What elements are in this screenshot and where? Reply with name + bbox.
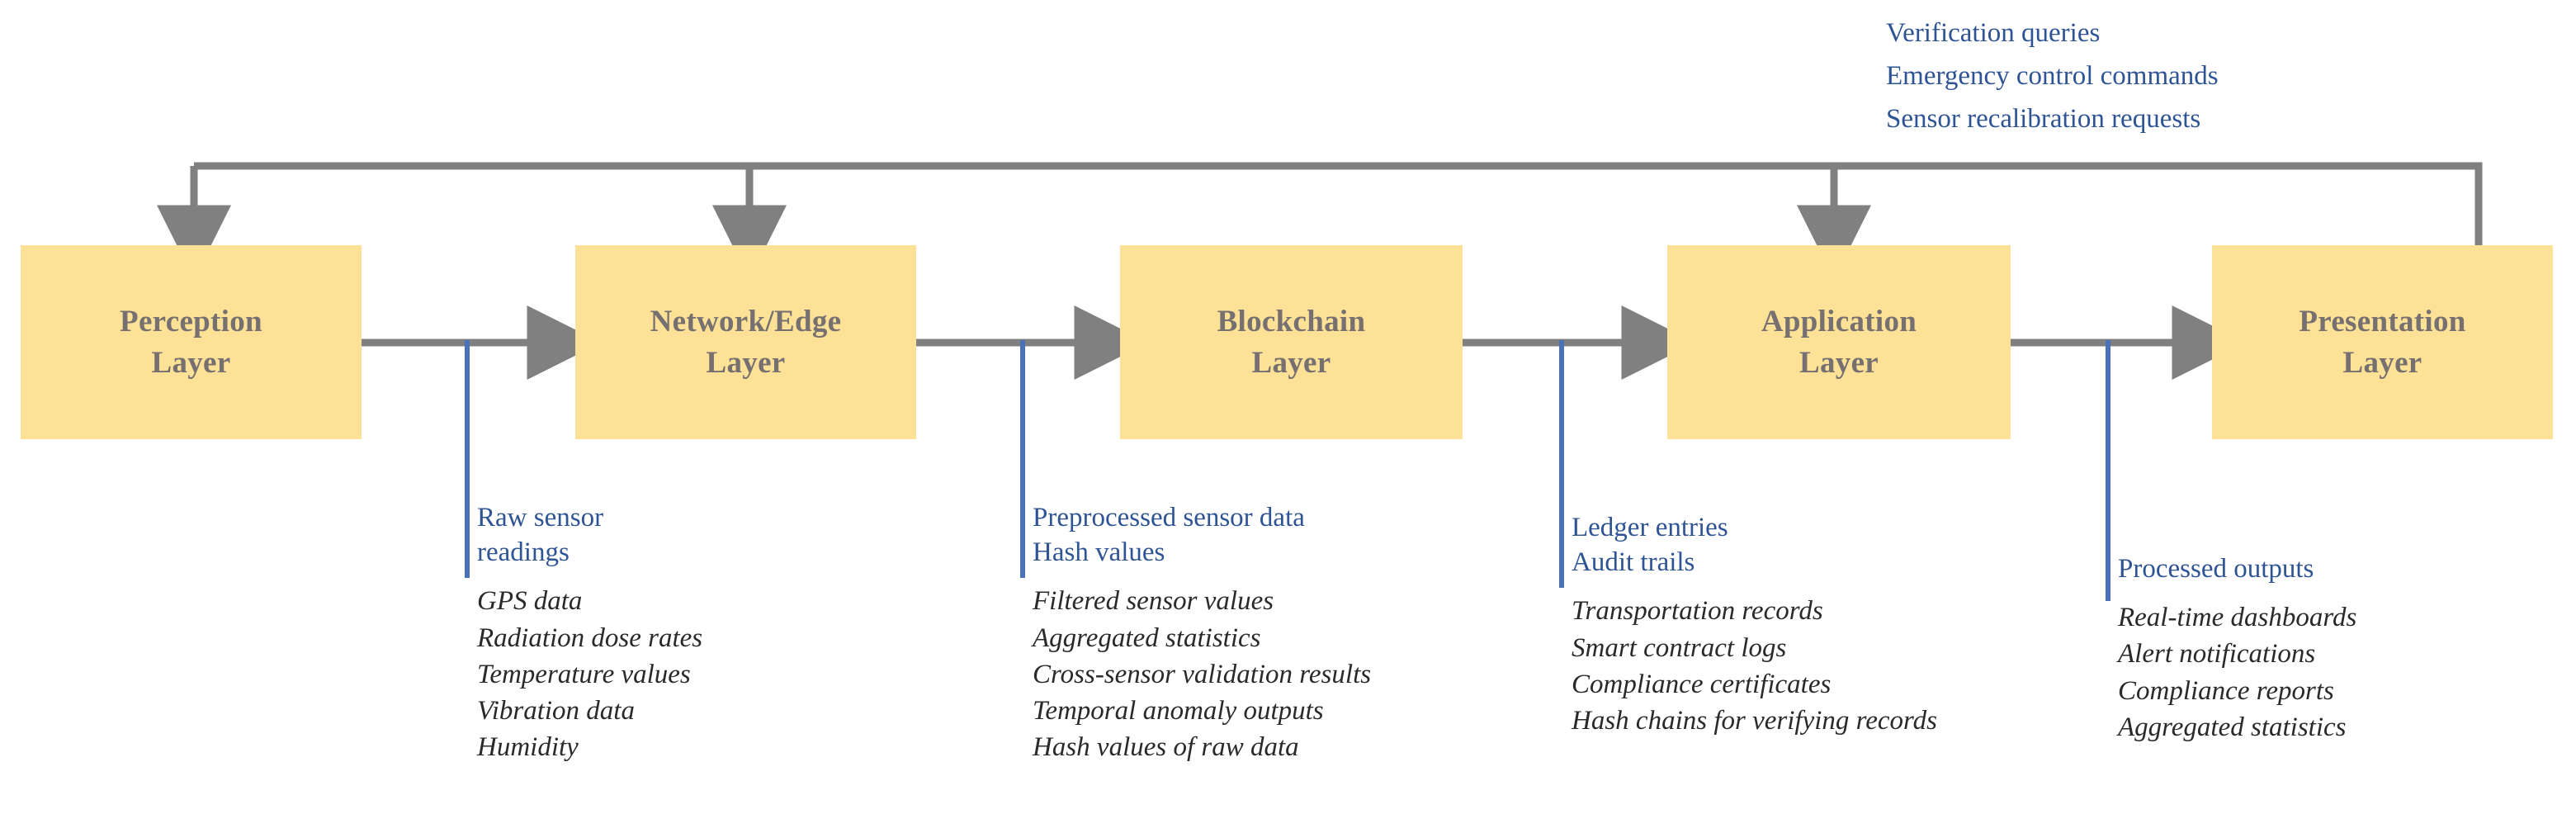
flow-item: Radiation dose rates xyxy=(477,622,703,653)
feedback-bus-labels: Verification queries Emergency control c… xyxy=(1886,12,2513,140)
layer-label-network-edge: Network/Edge Layer xyxy=(650,304,842,380)
flow-item: Aggregated statistics xyxy=(2118,712,2347,742)
flow-item: Alert notifications xyxy=(2118,639,2316,670)
flow-group-processed-outputs: Processed outputs Real-time dashboards A… xyxy=(2118,551,2356,745)
layer-box-application[interactable]: Application Layer xyxy=(1667,245,2011,439)
flow-item: Temporal anomaly outputs xyxy=(1033,696,1324,727)
flow-item: Aggregated statistics xyxy=(1033,622,1261,653)
layer-label-application: Application Layer xyxy=(1761,304,1917,380)
flow-item: Real-time dashboards xyxy=(2118,603,2357,633)
flow-header-line: Raw sensor xyxy=(477,503,604,532)
flow-items-raw-sensor-readings: GPS data Radiation dose rates Temperatur… xyxy=(477,583,702,765)
flow-header-line: Audit trails xyxy=(1572,547,1695,578)
flow-item: Compliance reports xyxy=(2118,675,2334,706)
flow-header-line: Preprocessed sensor data xyxy=(1033,503,1305,532)
flow-item: Filtered sensor values xyxy=(1033,586,1274,617)
layer-label-presentation: Presentation Layer xyxy=(2299,304,2466,380)
layer-label-blockchain: Blockchain Layer xyxy=(1217,304,1366,380)
flow-items-ledger-entries: Transportation records Smart contract lo… xyxy=(1572,593,1937,739)
flow-header-raw-sensor-readings: Raw sensor readings xyxy=(477,500,702,570)
flow-header-preprocessed-sensor-data: Preprocessed sensor data Hash values xyxy=(1033,500,1371,570)
flow-item: Humidity xyxy=(477,732,579,763)
flow-item: Vibration data xyxy=(477,696,635,727)
layer-box-network-edge[interactable]: Network/Edge Layer xyxy=(575,245,916,439)
flow-group-ledger-entries: Ledger entries Audit trails Transportati… xyxy=(1572,510,1937,739)
flow-item: Transportation records xyxy=(1572,596,1823,627)
feedback-bus-line xyxy=(194,162,2483,245)
feedback-label-verification-queries: Verification queries xyxy=(1886,18,2101,48)
flow-item: Hash chains for verifying records xyxy=(1572,706,1938,736)
flow-group-raw-sensor-readings: Raw sensor readings GPS data Radiation d… xyxy=(477,500,702,766)
flow-items-processed-outputs: Real-time dashboards Alert notifications… xyxy=(2118,599,2356,745)
layer-box-presentation[interactable]: Presentation Layer xyxy=(2212,245,2553,439)
feedback-label-sensor-recalibration-requests: Sensor recalibration requests xyxy=(1886,104,2201,135)
flow-item: Compliance certificates xyxy=(1572,669,1832,699)
layer-label-perception: Perception Layer xyxy=(120,304,262,380)
layer-box-blockchain[interactable]: Blockchain Layer xyxy=(1120,245,1463,439)
flow-header-line: Hash values xyxy=(1033,537,1165,568)
layer-box-perception[interactable]: Perception Layer xyxy=(21,245,362,439)
flow-header-ledger-entries: Ledger entries Audit trails xyxy=(1572,510,1937,580)
flow-header-line: Ledger entries xyxy=(1572,513,1728,542)
feedback-label-emergency-control-commands: Emergency control commands xyxy=(1886,61,2219,92)
flow-group-preprocessed-sensor-data: Preprocessed sensor data Hash values Fil… xyxy=(1033,500,1371,766)
flow-header-processed-outputs: Processed outputs xyxy=(2118,551,2356,586)
flow-item: Temperature values xyxy=(477,659,691,689)
flow-item: Smart contract logs xyxy=(1572,632,1787,663)
flow-items-preprocessed-sensor-data: Filtered sensor values Aggregated statis… xyxy=(1033,583,1371,765)
flow-item: Cross-sensor validation results xyxy=(1033,659,1372,689)
flow-item: GPS data xyxy=(477,586,583,617)
flow-item: Hash values of raw data xyxy=(1033,732,1299,763)
flow-header-line: readings xyxy=(477,537,570,568)
flow-header-line: Processed outputs xyxy=(2118,554,2314,584)
